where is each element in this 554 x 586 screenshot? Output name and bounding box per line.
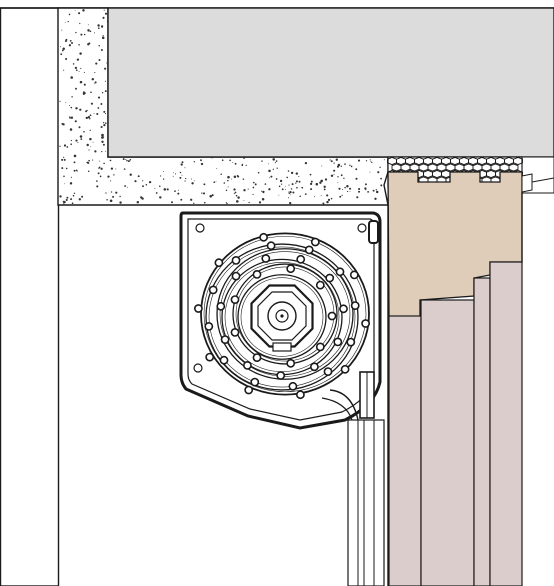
slat-outlet-2 [321,397,353,421]
left-wall-band [0,7,60,586]
guide-rail [347,419,385,586]
shutter-slat-coil-icon [193,232,370,400]
frame-lip-line [531,177,554,183]
concrete-speckle-pattern [59,9,550,205]
panel-middle [420,299,475,586]
frame-lip [521,173,533,193]
panel-inner [388,315,422,586]
lintel-block [107,7,554,158]
panel-step [473,277,491,586]
panel-outer [489,261,523,586]
octagonal-axle-icon [250,284,314,352]
slat-outlet [329,389,359,421]
